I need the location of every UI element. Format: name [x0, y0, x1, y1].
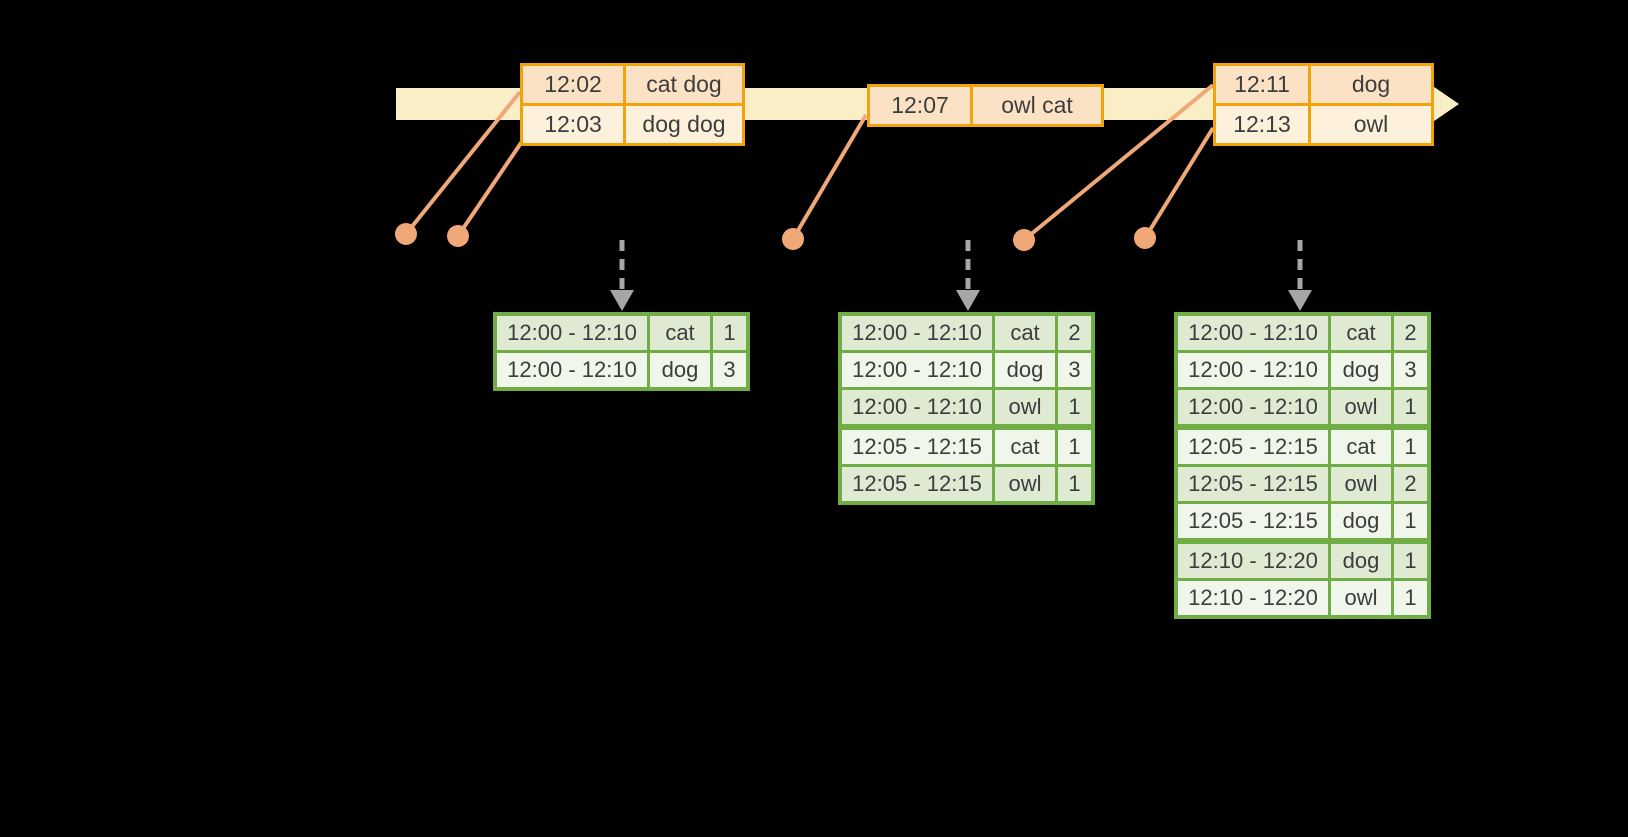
count-cell: 2	[1391, 312, 1431, 353]
event-words: dog	[1308, 63, 1434, 106]
window-cell: 12:05 - 12:15	[838, 424, 995, 467]
result-table-3: 12:00 - 12:10 cat 2 12:00 - 12:10 dog 3 …	[1174, 312, 1431, 619]
window-cell: 12:00 - 12:10	[838, 312, 995, 353]
trigger-arrowhead-icon-3	[1288, 290, 1312, 311]
event-dot-1211	[1013, 229, 1035, 251]
table-row: 12:00 - 12:10 cat 2	[1174, 312, 1431, 353]
event-words: owl	[1308, 103, 1434, 146]
table-row: 12:05 - 12:15 owl 2	[1174, 464, 1431, 504]
table-row: 12:05 - 12:15 dog 1	[1174, 501, 1431, 543]
count-cell: 1	[1055, 464, 1095, 505]
event-row: 12:03 dog dog	[520, 103, 745, 146]
table-row: 12:00 - 12:10 cat 1	[493, 312, 750, 353]
window-cell: 12:00 - 12:10	[1174, 350, 1331, 390]
word-cell: cat	[647, 312, 713, 353]
result-table-2: 12:00 - 12:10 cat 2 12:00 - 12:10 dog 3 …	[838, 312, 1095, 505]
word-cell: cat	[992, 424, 1058, 467]
event-words: owl cat	[970, 84, 1104, 127]
window-cell: 12:00 - 12:10	[1174, 312, 1331, 353]
word-cell: dog	[1328, 501, 1394, 543]
trigger-arrowhead-icon-1	[610, 290, 634, 311]
table-row: 12:00 - 12:10 cat 2	[838, 312, 1095, 353]
event-row: 12:02 cat dog	[520, 63, 745, 106]
window-cell: 12:00 - 12:10	[838, 387, 995, 429]
window-cell: 12:00 - 12:10	[493, 350, 650, 391]
word-cell: owl	[1328, 578, 1394, 619]
table-row: 12:00 - 12:10 dog 3	[1174, 350, 1431, 390]
event-time: 12:13	[1213, 103, 1311, 146]
event-dot-1203	[447, 225, 469, 247]
window-cell: 12:10 - 12:20	[1174, 578, 1331, 619]
count-cell: 1	[1391, 424, 1431, 467]
count-cell: 1	[1055, 387, 1095, 429]
word-cell: owl	[1328, 387, 1394, 429]
count-cell: 1	[1391, 387, 1431, 429]
event-row: 12:07 owl cat	[867, 84, 1104, 127]
word-cell: cat	[1328, 424, 1394, 467]
count-cell: 1	[1055, 424, 1095, 467]
table-row: 12:05 - 12:15 cat 1	[1174, 424, 1431, 467]
event-words: cat dog	[623, 63, 745, 106]
window-cell: 12:10 - 12:20	[1174, 538, 1331, 581]
count-cell: 3	[710, 350, 750, 391]
event-time: 12:02	[520, 63, 626, 106]
table-row: 12:10 - 12:20 owl 1	[1174, 578, 1431, 619]
event-dot-1207	[782, 228, 804, 250]
count-cell: 1	[1391, 578, 1431, 619]
event-time: 12:11	[1213, 63, 1311, 106]
event-box-1: 12:02 cat dog 12:03 dog dog	[520, 63, 745, 146]
count-cell: 2	[1055, 312, 1095, 353]
event-box-2: 12:07 owl cat	[867, 84, 1104, 127]
window-cell: 12:05 - 12:15	[1174, 464, 1331, 504]
trigger-arrow-heads	[610, 290, 1312, 311]
word-cell: dog	[1328, 538, 1394, 581]
count-cell: 1	[1391, 538, 1431, 581]
window-cell: 12:05 - 12:15	[838, 464, 995, 505]
event-box-3: 12:11 dog 12:13 owl	[1213, 63, 1434, 146]
event-dot-1202	[395, 223, 417, 245]
word-cell: dog	[1328, 350, 1394, 390]
table-row: 12:00 - 12:10 owl 1	[1174, 387, 1431, 429]
table-row: 12:05 - 12:15 cat 1	[838, 424, 1095, 467]
count-cell: 3	[1055, 350, 1095, 390]
window-cell: 12:05 - 12:15	[1174, 501, 1331, 543]
word-cell: dog	[992, 350, 1058, 390]
connector-line-1207	[791, 113, 868, 241]
event-dots	[395, 223, 1156, 251]
count-cell: 1	[710, 312, 750, 353]
trigger-arrowhead-icon-2	[956, 290, 980, 311]
event-dot-1213	[1134, 227, 1156, 249]
count-cell: 2	[1391, 464, 1431, 504]
table-row: 12:10 - 12:20 dog 1	[1174, 538, 1431, 581]
window-cell: 12:00 - 12:10	[838, 350, 995, 390]
table-row: 12:05 - 12:15 owl 1	[838, 464, 1095, 505]
word-cell: owl	[992, 387, 1058, 429]
word-cell: cat	[992, 312, 1058, 353]
event-row: 12:13 owl	[1213, 103, 1434, 146]
event-words: dog dog	[623, 103, 745, 146]
window-cell: 12:00 - 12:10	[1174, 387, 1331, 429]
word-cell: owl	[1328, 464, 1394, 504]
count-cell: 1	[1391, 501, 1431, 543]
event-row: 12:11 dog	[1213, 63, 1434, 106]
result-table-1: 12:00 - 12:10 cat 1 12:00 - 12:10 dog 3	[493, 312, 750, 391]
event-time: 12:03	[520, 103, 626, 146]
table-row: 12:00 - 12:10 owl 1	[838, 387, 1095, 429]
trigger-arrow-lines	[619, 240, 1303, 291]
word-cell: owl	[992, 464, 1058, 505]
window-cell: 12:05 - 12:15	[1174, 424, 1331, 467]
table-row: 12:00 - 12:10 dog 3	[838, 350, 1095, 390]
count-cell: 3	[1391, 350, 1431, 390]
connector-line-1213	[1143, 126, 1215, 240]
event-time: 12:07	[867, 84, 973, 127]
table-row: 12:00 - 12:10 dog 3	[493, 350, 750, 391]
word-cell: dog	[647, 350, 713, 391]
word-cell: cat	[1328, 312, 1394, 353]
connector-line-1203	[456, 138, 525, 238]
window-cell: 12:00 - 12:10	[493, 312, 650, 353]
